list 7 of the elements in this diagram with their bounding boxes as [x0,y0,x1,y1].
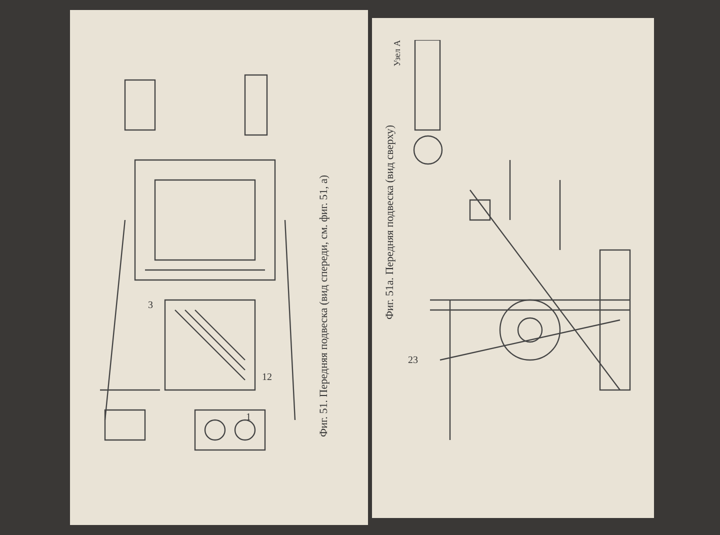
detail-label: Узел А [392,40,402,66]
figure-caption: Фиг. 51. Передняя подвеска (вид спереди, см. фиг. 51, а) [318,175,330,438]
callout-number: 23 [408,355,418,366]
callout-number: 3 [148,300,153,311]
callout-number: 12 [262,372,272,383]
figure-caption: Фиг. 51а. Передняя подвеска (вид сверху) [384,125,396,320]
callout-number: 1 [246,412,251,423]
